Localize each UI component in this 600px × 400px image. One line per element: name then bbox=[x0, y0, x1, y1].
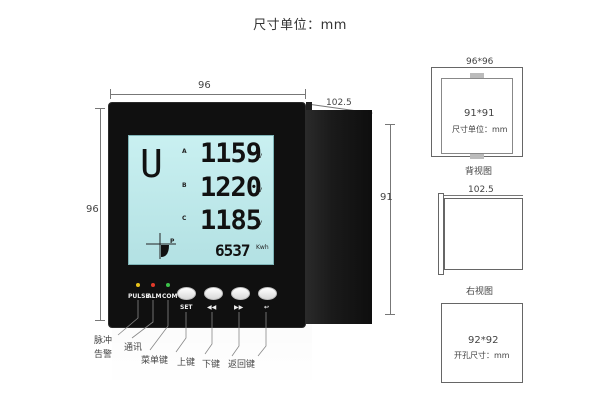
lcd-value-b: 1220 bbox=[200, 172, 262, 203]
front-width-dimension-line bbox=[110, 94, 306, 95]
right-view-top-dim: 102.5 bbox=[468, 185, 494, 195]
page-title: 尺寸单位：mm bbox=[253, 18, 347, 33]
return-button[interactable] bbox=[258, 287, 277, 300]
callout-back: 返回键 bbox=[228, 360, 256, 370]
alarm-led bbox=[151, 283, 155, 287]
back-view-unit-text: 尺寸单位：mm bbox=[452, 125, 508, 134]
right-button-icon: ▶▶ bbox=[234, 304, 244, 311]
back-view-top-dim: 96*96 bbox=[466, 57, 494, 67]
right-button[interactable] bbox=[231, 287, 250, 300]
comm-indicator-label: COM bbox=[162, 293, 178, 300]
lcd-unit-c: V bbox=[258, 220, 263, 227]
alarm-indicator-label: ALM bbox=[147, 293, 162, 300]
meter-side-housing bbox=[306, 110, 372, 324]
callout-up: 上键 bbox=[177, 358, 196, 368]
lcd-value-a: 1159 bbox=[200, 138, 262, 169]
cutout-box bbox=[441, 303, 523, 383]
lcd-value-c: 1185 bbox=[200, 205, 262, 236]
front-width-label: 96 bbox=[198, 80, 211, 91]
pulse-indicator-label: PULSE bbox=[128, 293, 150, 300]
cutout-unit-text: 开孔尺寸：mm bbox=[454, 351, 510, 360]
left-button-icon: ◀◀ bbox=[207, 304, 217, 311]
right-view-dim-line bbox=[441, 195, 523, 196]
front-width-dimension-tick-left bbox=[110, 89, 111, 99]
front-height-tick-bottom bbox=[95, 320, 105, 321]
lcd-quantity-letter: U bbox=[140, 142, 163, 186]
callout-pulse: 脉冲 bbox=[94, 336, 113, 346]
set-button[interactable] bbox=[177, 287, 196, 300]
lcd-p-label: P bbox=[170, 238, 175, 245]
lcd-phase-b: B bbox=[182, 182, 187, 189]
callout-menu: 菜单键 bbox=[141, 356, 169, 366]
lcd-screen bbox=[128, 135, 274, 265]
lcd-energy-value: 6537 bbox=[215, 241, 251, 260]
depth-label: 102.5 bbox=[326, 98, 352, 108]
front-height-tick-top bbox=[95, 108, 105, 109]
right-view-bezel bbox=[438, 193, 444, 275]
lcd-phase-c: C bbox=[182, 215, 187, 222]
pulse-led bbox=[136, 283, 140, 287]
left-button[interactable] bbox=[204, 287, 223, 300]
quadrant-icon bbox=[146, 233, 176, 259]
lcd-unit-a: V bbox=[258, 153, 263, 160]
comm-led bbox=[166, 283, 170, 287]
lcd-unit-b: V bbox=[258, 187, 263, 194]
right-view-caption: 右视图 bbox=[466, 287, 494, 297]
callout-comm: 通讯 bbox=[124, 343, 143, 353]
back-view-inner-box bbox=[441, 78, 513, 154]
front-height-label: 96 bbox=[86, 204, 99, 215]
lcd-energy-unit: Kwh bbox=[256, 244, 269, 251]
back-view-inner-dim: 91*91 bbox=[464, 108, 495, 119]
callout-alarm: 告警 bbox=[94, 350, 113, 360]
return-button-icon: ↩ bbox=[264, 304, 270, 311]
side-height-tick-bottom bbox=[385, 314, 395, 315]
back-view-caption: 背视图 bbox=[465, 167, 493, 177]
back-view-clip-top bbox=[470, 73, 484, 78]
cutout-dim: 92*92 bbox=[468, 335, 499, 346]
meter-side-top-edge bbox=[306, 102, 312, 110]
side-height-label: 91 bbox=[380, 192, 393, 203]
side-height-dimension-line bbox=[390, 124, 391, 314]
lcd-phase-a: A bbox=[182, 148, 187, 155]
right-view-body bbox=[444, 198, 523, 270]
set-button-label: SET bbox=[180, 304, 193, 311]
back-view-clip-bottom bbox=[470, 154, 484, 159]
front-height-dimension-line bbox=[100, 108, 101, 320]
callout-down: 下键 bbox=[202, 360, 221, 370]
side-height-tick-top bbox=[385, 124, 395, 125]
front-width-dimension-tick-right bbox=[305, 89, 306, 99]
